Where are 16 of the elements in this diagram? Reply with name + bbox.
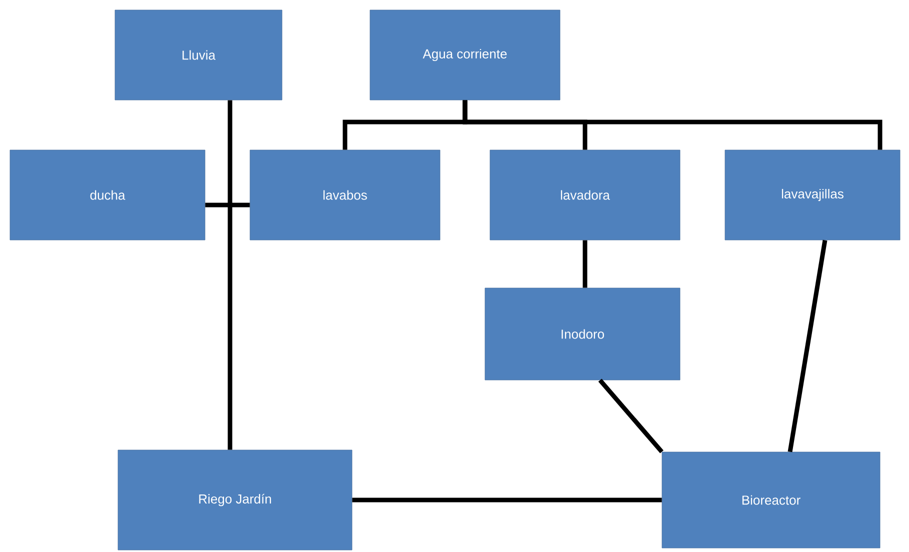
- process-box: Lluvia: [114, 10, 282, 100]
- connector-line: [582, 240, 588, 288]
- connector-line: [205, 202, 250, 208]
- connector-line: [352, 498, 662, 502]
- process-box: lavavajillas: [724, 150, 900, 240]
- process-box: Riego Jardín: [118, 450, 352, 550]
- process-box: lavabos: [250, 150, 440, 240]
- process-box: Agua corriente: [370, 10, 560, 100]
- process-box: lavadora: [490, 150, 680, 240]
- connector-line: [462, 100, 882, 150]
- process-box: Inodoro: [484, 288, 680, 380]
- connector-line: [598, 378, 664, 454]
- connector-line: [788, 240, 828, 452]
- process-box: ducha: [10, 150, 206, 240]
- process-box: Bioreactor: [662, 452, 880, 548]
- connector-line: [228, 100, 232, 450]
